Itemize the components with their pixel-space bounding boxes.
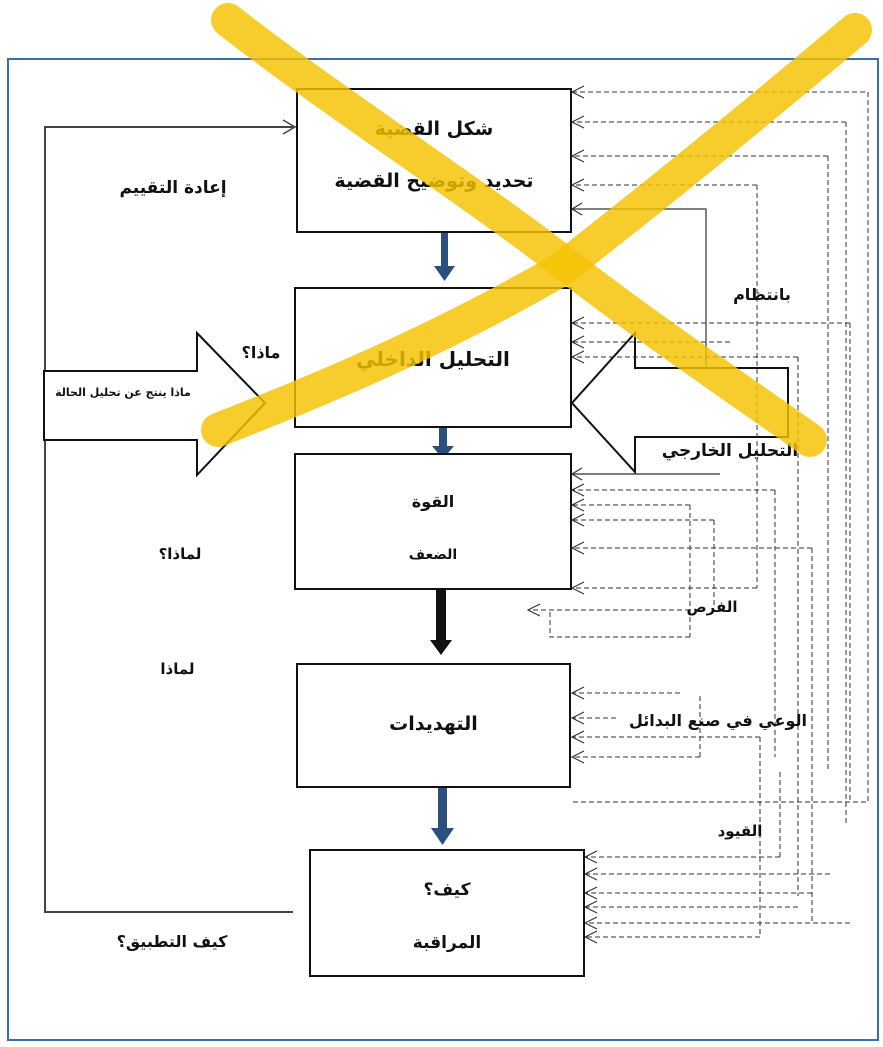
down-arrow: [430, 590, 452, 655]
external-analysis-block-arrow: [570, 330, 789, 475]
why-label-1: لماذا؟: [158, 545, 202, 563]
strength-weakness-box: [294, 453, 572, 590]
down-arrow: [434, 233, 455, 281]
external-analysis-label: التحليل الخارجي: [661, 441, 799, 461]
internal-analysis-box: [294, 287, 572, 428]
constraints-label: القيود: [717, 822, 763, 840]
case-analysis-label: ماذا ينتج عن تحليل الحالة: [55, 386, 191, 399]
monitoring-box: [309, 849, 585, 977]
dashed-arrowheads: [526, 85, 598, 944]
threats-text: التهديدات: [389, 713, 478, 735]
how-apply-label: كيف التطبيق؟: [116, 932, 228, 951]
diagram-frame: [7, 58, 879, 1041]
reevaluate-label: إعادة التقييم: [119, 178, 227, 198]
down-arrow: [432, 428, 454, 459]
down-arrow: [431, 788, 454, 845]
opportunities-label: الفرص: [686, 598, 738, 616]
why-label-2: لماذا: [160, 660, 195, 678]
how-question-text: كيف؟: [423, 880, 471, 900]
alternatives-awareness-label: الوعي في صنع البدائل: [629, 711, 807, 730]
what-label: ماذا؟: [241, 343, 281, 362]
regularly-label: بانتظام: [733, 285, 791, 304]
threats-box: [296, 663, 571, 788]
strength-text: القوة: [411, 492, 455, 511]
reevaluation-loop-line: [44, 119, 297, 913]
monitoring-text: المراقبة: [412, 933, 482, 953]
weakness-text: الضعف: [408, 547, 458, 563]
